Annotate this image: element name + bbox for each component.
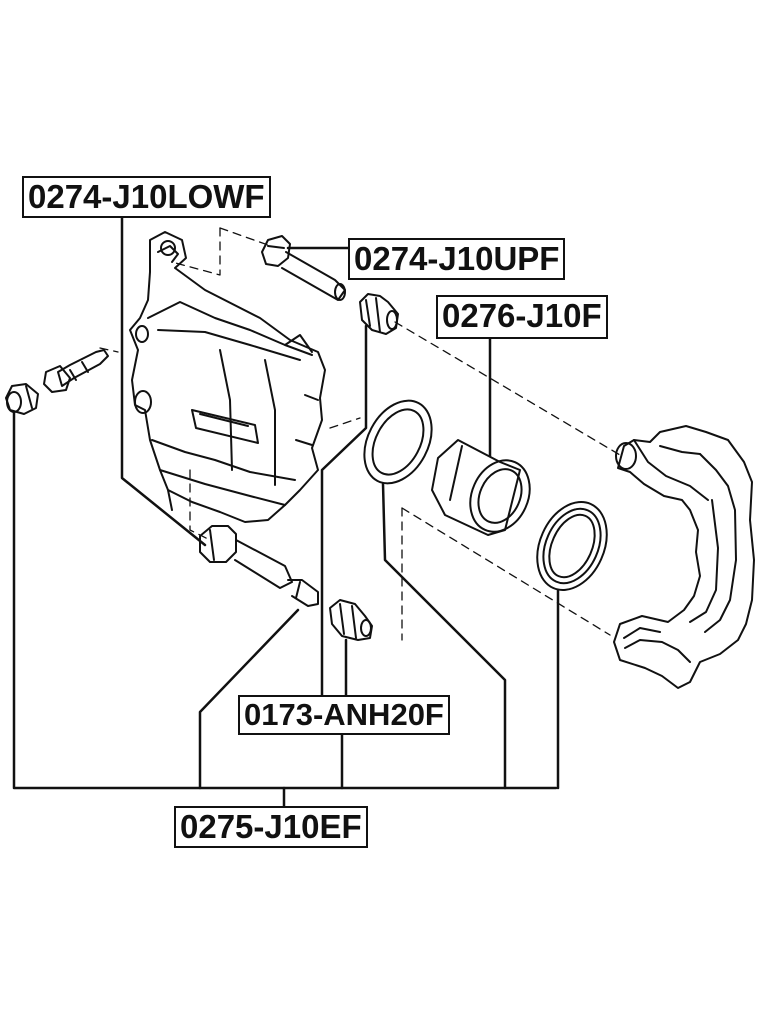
- upper-pin-boot: [359, 293, 399, 335]
- label-0276-J10F: 0276-J10F: [436, 295, 608, 339]
- assembly-guide-lines: [99, 227, 621, 641]
- upper-guide-pin: [261, 235, 346, 301]
- label-0275-J10EF: 0275-J10EF: [174, 806, 368, 848]
- label-0274-J10LOWF: 0274-J10LOWF: [22, 176, 271, 218]
- lower-pin-boot: [329, 599, 373, 641]
- caliper-piston: [431, 439, 531, 536]
- caliper-body: [129, 231, 326, 523]
- callout-leader-lines: [12, 214, 560, 808]
- piston-seal: [363, 399, 433, 485]
- label-0274-J10UPF: 0274-J10UPF: [348, 238, 566, 280]
- bleeder-screw: [43, 349, 109, 393]
- bleeder-cap: [5, 383, 39, 415]
- caliper-bracket: [613, 425, 755, 689]
- piston-dust-boot: [536, 501, 608, 591]
- label-0173-ANH20F: 0173-ANH20F: [238, 695, 450, 735]
- lower-guide-pin: [199, 525, 319, 607]
